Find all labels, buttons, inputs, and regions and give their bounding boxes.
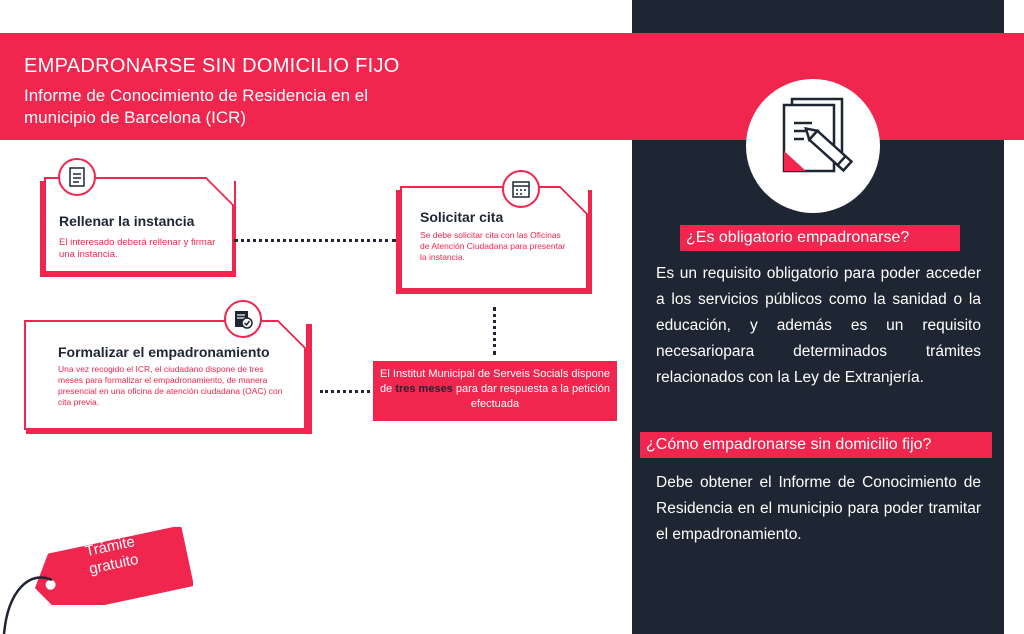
connector-dots <box>320 390 370 393</box>
document-pen-icon <box>746 79 880 213</box>
tag-icon <box>34 527 193 605</box>
response-highlight: tres meses <box>395 383 453 395</box>
step-title: Rellenar la instancia <box>59 213 195 229</box>
tag-string <box>2 576 53 634</box>
page-subtitle: Informe de Conocimiento de Residencia en… <box>24 86 368 127</box>
card-fold <box>206 177 234 205</box>
connector-dots <box>234 239 396 242</box>
response-time-box: El Institut Municipal de Serveis Socials… <box>373 361 617 421</box>
checklist-icon <box>224 300 262 338</box>
faq-answer-1: Es un requisito obligatorio para poder a… <box>656 265 981 386</box>
response-text-after: para dar respuesta a la petición efectua… <box>452 383 610 410</box>
step-card-cita: Solicitar cita Se debe solicitar cita co… <box>400 186 588 290</box>
step-text: El interesado deberá rellenar y firmar u… <box>59 237 216 260</box>
page-title: EMPADRONARSE SIN DOMICILIO FIJO <box>24 55 400 77</box>
step-card-formalizar: Formalizar el empadronamiento Una vez re… <box>24 320 306 430</box>
calendar-icon <box>502 170 540 208</box>
step-text: Una vez recogido el ICR, el ciudadano di… <box>58 364 283 407</box>
card-fold <box>278 320 306 348</box>
faq-question-1: ¿Es obligatorio empadronarse? <box>680 225 960 251</box>
connector-dots <box>493 307 496 355</box>
step-text: Se debe solicitar cita con las Oficinas … <box>420 230 566 262</box>
faq-answer-2: Debe obtener el Informe de Conocimiento … <box>656 474 981 543</box>
document-icon <box>58 158 96 196</box>
card-fold <box>560 186 588 214</box>
response-text-before: El Institut Municipal de Serveis Socials… <box>380 368 610 395</box>
step-title: Formalizar el empadronamiento <box>58 344 270 360</box>
faq-question-2: ¿Cómo empadronarse sin domicilio fijo? <box>640 432 992 458</box>
step-title: Solicitar cita <box>420 209 504 225</box>
